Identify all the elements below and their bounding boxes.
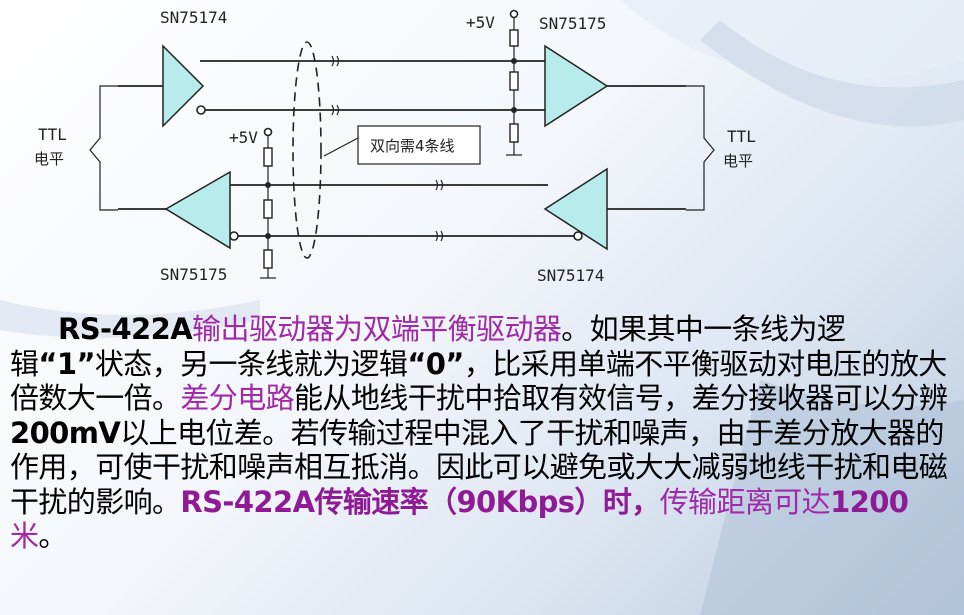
ttl-label-left-line1: TTL [38,125,67,144]
paragraph-segment: RS-422A [58,312,193,346]
ttl-label-right-line2: 电平 [723,152,753,170]
paragraph-segment: RS-422A传输速率（90Kbps）时， [180,484,660,519]
paragraph-segment: 米 [10,519,39,553]
paragraph-segment: “1” [38,346,95,381]
receiver-top-right [544,44,609,128]
vcc-label-bottom: +5V [229,128,258,147]
callout-box [357,125,481,165]
paragraph-segment: 输出驱动器为双端平衡驱动器 [192,312,562,346]
paragraph-segment: “0” [407,346,464,381]
chip-label-top-left: SN75174 [160,8,227,27]
chip-label-bottom-right: SN75174 [537,266,604,285]
paragraph-segment: 传输距离可达 [659,484,831,519]
paragraph-segment: 。 [38,519,67,553]
paragraph-segment: 。如果其中一条线为逻辑 [10,312,846,381]
ttl-label-right-line1: TTL [727,127,756,146]
description-paragraph: RS-422A输出驱动器为双端平衡驱动器。如果其中一条线为逻辑“1”状态，另一条… [10,312,958,554]
driver-top-left [162,44,205,128]
driver-bottom-right [543,167,608,251]
left-bracket [89,85,118,211]
paragraph-segment: 200mV [10,415,121,450]
paragraph-segment: 能从地线干扰中拾取有效信号，差分接收器可以分辨 [294,381,948,415]
paragraph-segment: 1200 [830,484,909,519]
paragraph-segment: 差分电路 [180,381,295,415]
chip-label-top-right: SN75175 [539,14,606,33]
rs422-circuit-diagram: SN75174 SN75175 SN75175 SN75174 +5V +5V … [34,8,756,285]
cable-break-marks [331,55,444,242]
paragraph-segment: 状态，另一条线就为逻辑 [94,346,408,381]
ttl-label-left-line2: 电平 [34,150,64,168]
receiver-bottom-left [164,170,231,250]
chip-label-bottom-left: SN75175 [160,265,227,284]
cable-bundle-ellipse [292,41,322,259]
callout-text: 双向需4条线 [370,137,455,155]
right-bracket [686,85,715,211]
paragraph-segment: ，比采用单端不平衡驱动对电压的放大倍数大一倍。 [10,346,947,416]
vcc-label-top: +5V [466,13,495,32]
paragraph-segment: 以上电位差。若传输过程中混入了干扰和噪声，由于差分放大器的作用，可使干扰和噪声相… [10,415,948,519]
